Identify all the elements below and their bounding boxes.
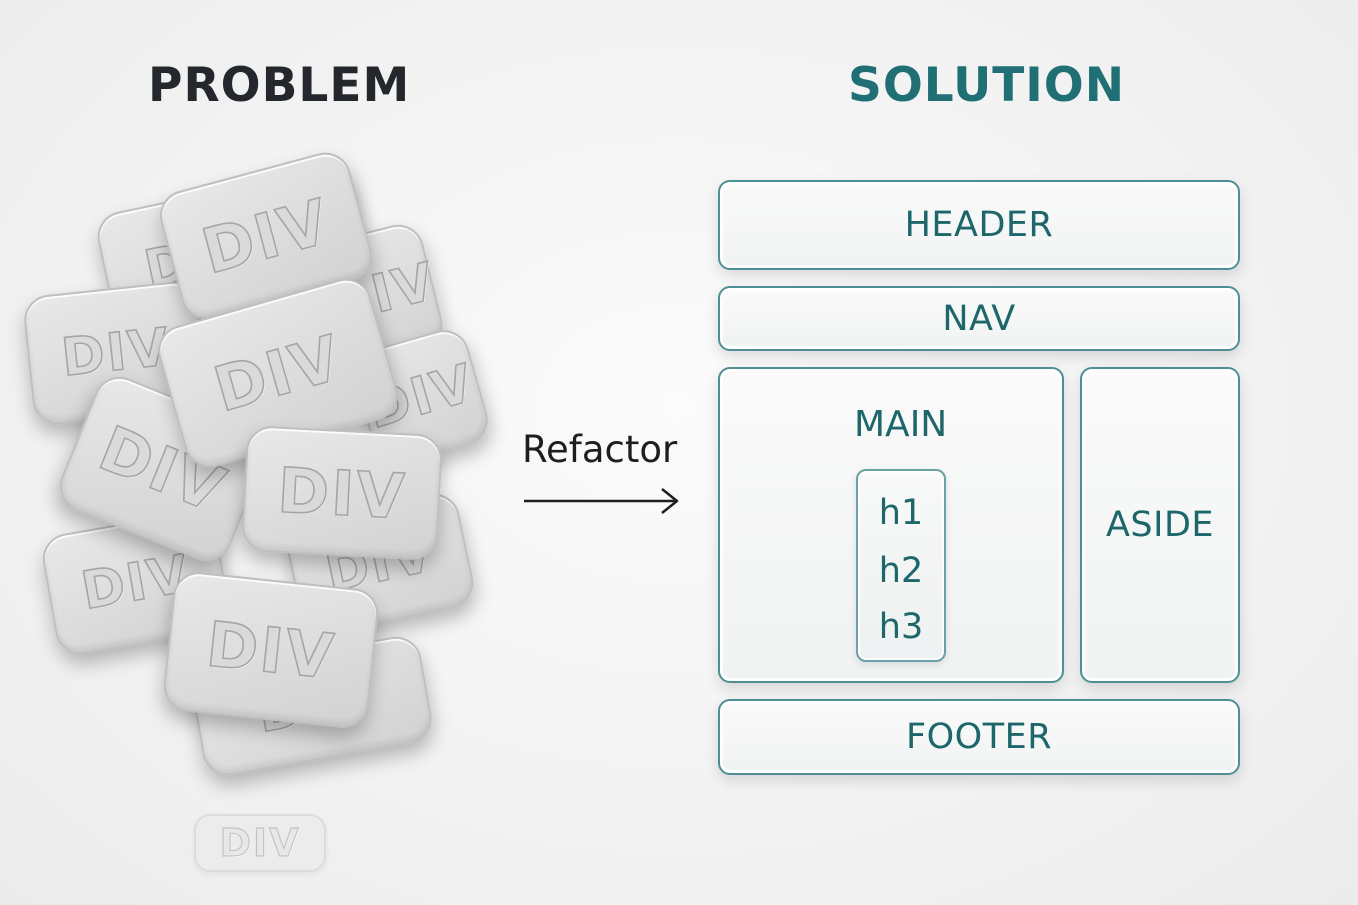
div-tile: DIV [161,569,381,731]
div-tile-label: DIV [275,452,409,533]
heading-h3: h3 [878,607,924,647]
aside-box: ASIDE [1080,367,1240,683]
heading-h1: h1 [878,493,924,533]
footer-box: FOOTER [718,699,1240,775]
solution-title: SOLUTION [848,58,1126,113]
aside-label: ASIDE [1105,505,1215,545]
footer-label: FOOTER [905,717,1053,757]
arrow-right-icon [524,488,679,514]
nav-label: NAV [942,298,1016,339]
problem-title: PROBLEM [148,58,411,113]
div-tile-label: DIV [205,319,350,426]
div-tile-label: DIV [202,606,339,694]
header-box: HEADER [718,180,1240,270]
div-tile-label: DIV [194,183,339,288]
nav-box: NAV [718,286,1240,351]
header-label: HEADER [904,205,1054,245]
main-label: MAIN [854,404,948,445]
refactor-label: Refactor [522,428,678,471]
div-tile-label: DIV [219,820,301,865]
heading-h2: h2 [878,551,924,591]
div-tile-ghost: DIV [194,814,326,872]
headings-box: h1 h2 h3 [856,469,946,662]
div-tile: DIV [240,424,444,562]
